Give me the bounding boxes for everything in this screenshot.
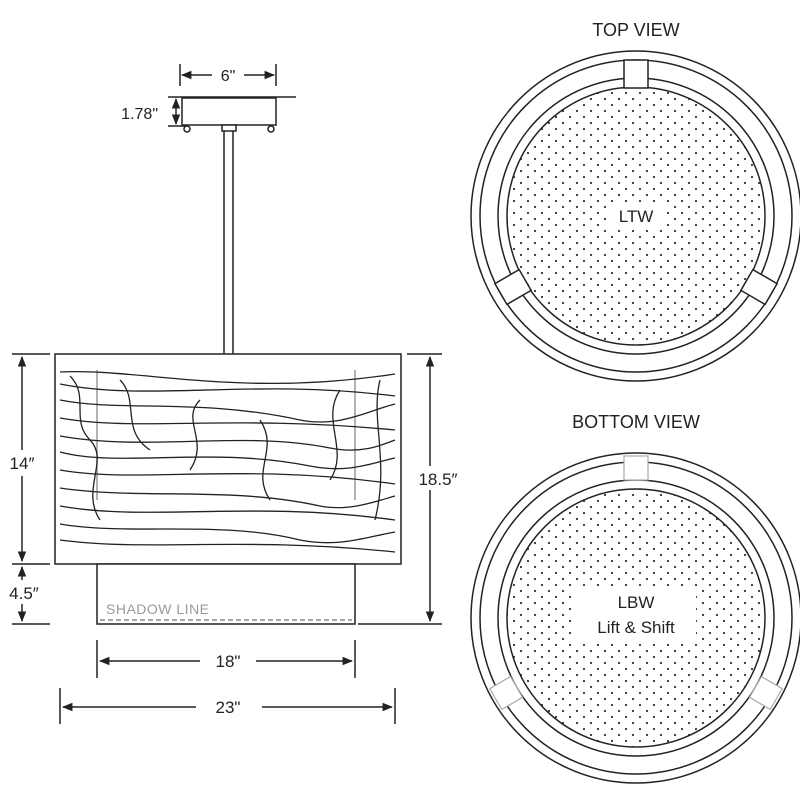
bottom-view-label-line1: LBW bbox=[618, 593, 655, 612]
shade-height-label: 14″ bbox=[10, 454, 35, 473]
canopy bbox=[181, 97, 277, 133]
top-view-label: LTW bbox=[619, 207, 654, 226]
bottom-view-title: BOTTOM VIEW bbox=[572, 412, 700, 432]
shade-width-dimension bbox=[59, 688, 396, 724]
shade-height-dimension bbox=[12, 353, 50, 625]
diffuser-width-dimension bbox=[96, 640, 356, 678]
diffuser-drop-label: 4.5″ bbox=[9, 584, 39, 603]
drum-shade bbox=[54, 353, 402, 565]
bottom-view-label-line2: Lift & Shift bbox=[597, 618, 675, 637]
diffuser bbox=[96, 563, 356, 625]
overall-height-dimension bbox=[358, 353, 442, 625]
canopy-height-label: 1.78" bbox=[121, 106, 158, 123]
shade-cutout-pattern bbox=[59, 370, 396, 553]
overall-height-label: 18.5″ bbox=[418, 470, 457, 489]
top-view-label-bg bbox=[610, 203, 662, 227]
shadow-line-label: SHADOW LINE bbox=[106, 601, 210, 617]
bottom-view-label-bg bbox=[576, 588, 696, 640]
canopy-height-dimension bbox=[168, 96, 296, 127]
shade-width-label: 23" bbox=[216, 698, 241, 717]
top-view-title: TOP VIEW bbox=[592, 20, 679, 40]
diffuser-width-label: 18" bbox=[216, 652, 241, 671]
side-view: 6" 1.78" bbox=[9, 64, 458, 724]
canopy-width-dimension bbox=[179, 64, 277, 86]
canopy-width-label: 6" bbox=[221, 68, 236, 85]
